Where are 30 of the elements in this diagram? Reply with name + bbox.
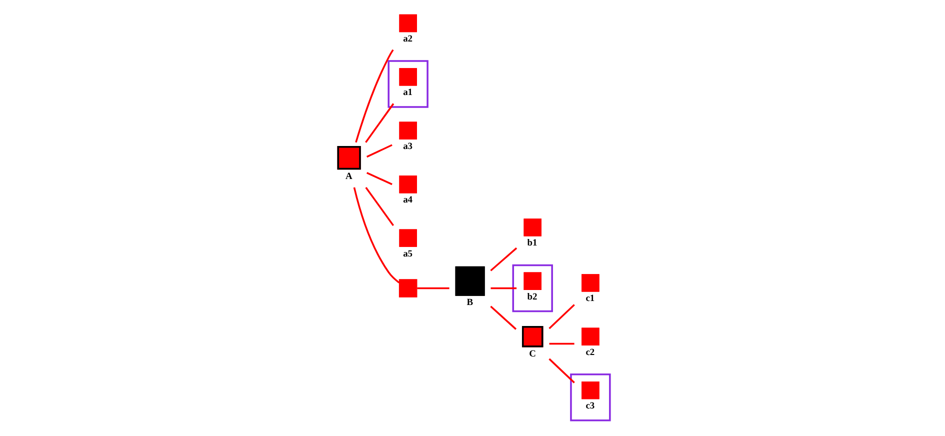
node-label: a3 <box>402 142 412 152</box>
node-label: b1 <box>526 238 537 249</box>
node-label: a5 <box>402 249 412 260</box>
node-label: C <box>528 350 536 360</box>
connector <box>352 187 400 284</box>
node-label: A <box>345 172 352 182</box>
cluster <box>512 264 552 312</box>
cluster <box>387 60 428 108</box>
node-label: a4 <box>402 196 412 206</box>
connector <box>364 103 394 143</box>
node-label: c2 <box>585 348 594 358</box>
node-label: a1 <box>402 88 412 98</box>
cluster <box>570 374 610 422</box>
node-box <box>398 279 417 298</box>
connector <box>548 342 574 345</box>
connector <box>490 306 516 330</box>
connector <box>490 247 517 272</box>
node-label: B <box>466 298 473 308</box>
connector <box>548 358 574 384</box>
node-label: c3 <box>585 402 594 412</box>
node-label: a2 <box>402 34 412 44</box>
node-label: c1 <box>585 294 594 304</box>
node-label: b2 <box>526 292 537 302</box>
connector <box>366 144 392 158</box>
connector <box>490 287 516 290</box>
connector <box>548 304 574 330</box>
connector <box>366 172 392 186</box>
connector <box>416 287 449 290</box>
connector <box>354 49 394 143</box>
connector <box>364 186 394 226</box>
